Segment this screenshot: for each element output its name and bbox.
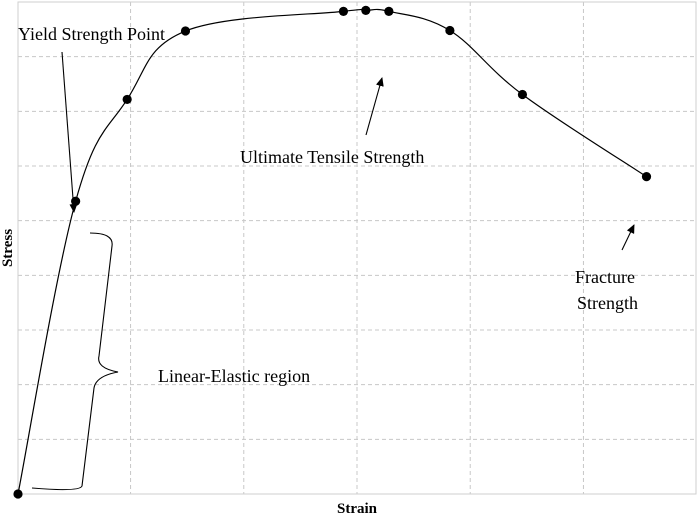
x-axis-label: Strain xyxy=(337,501,378,516)
ultimate-arrow xyxy=(365,77,384,136)
data-point-3 xyxy=(180,26,191,36)
plot-frame xyxy=(17,1,697,495)
data-point-5 xyxy=(361,5,371,15)
data-point-4 xyxy=(338,6,349,16)
data-point-9 xyxy=(641,172,652,182)
yield-strength-label: Yield Strength Point xyxy=(18,24,165,44)
fracture-label-line2: Strength xyxy=(577,293,638,313)
fracture-arrow xyxy=(621,224,635,251)
data-point-0 xyxy=(13,489,23,499)
data-point-8 xyxy=(517,89,528,100)
data-point-7 xyxy=(445,25,455,36)
linear-elastic-brace xyxy=(31,232,119,491)
y-axis-label: Stress xyxy=(0,229,16,267)
data-points xyxy=(13,5,652,499)
yield-arrow xyxy=(61,51,78,213)
linear-elastic-label: Linear-Elastic region xyxy=(158,366,310,386)
annotation-arrows xyxy=(61,51,635,251)
data-point-2 xyxy=(122,94,132,105)
fracture-label-line1: Fracture xyxy=(575,267,635,287)
data-point-6 xyxy=(384,6,394,16)
stress-strain-curve xyxy=(17,8,647,495)
grid xyxy=(18,2,696,494)
ultimate-tensile-label: Ultimate Tensile Strength xyxy=(240,147,424,167)
